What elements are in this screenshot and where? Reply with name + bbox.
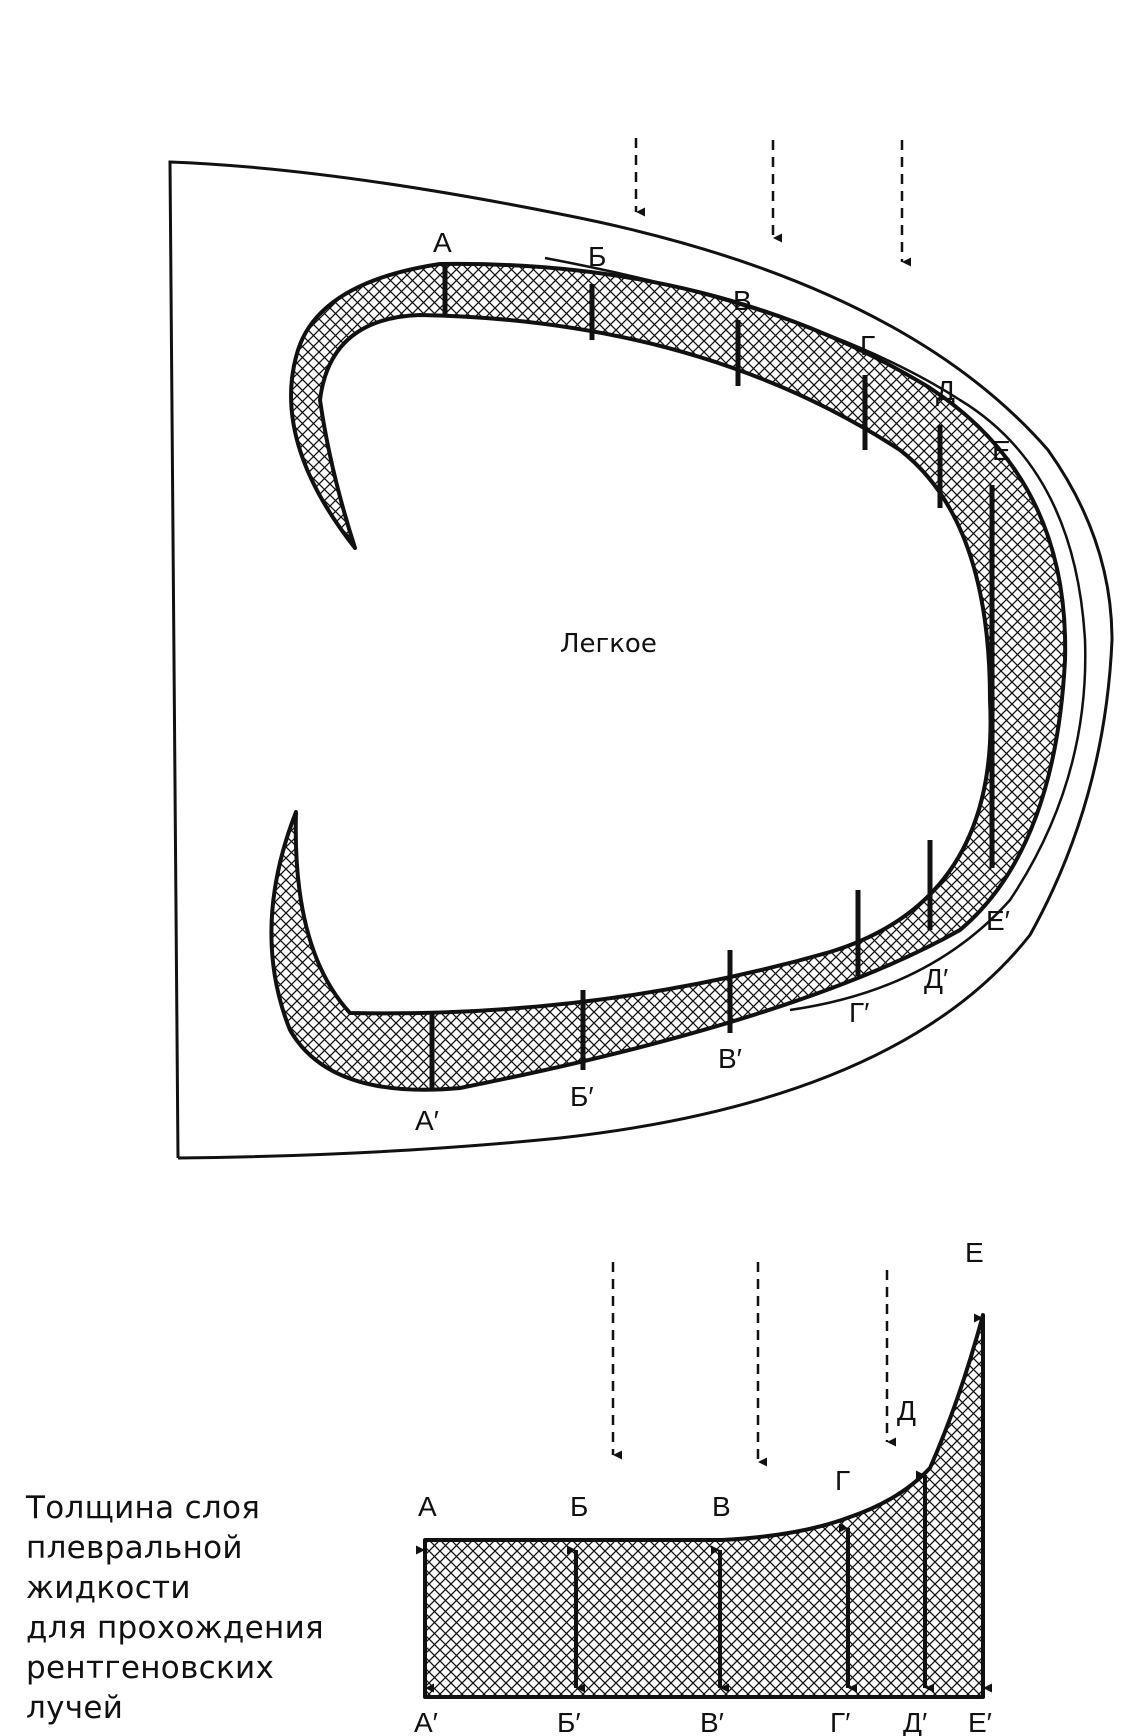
bottom-label-e: Е: [965, 1237, 984, 1268]
top-label-v-prime: В′: [718, 1043, 742, 1074]
fluid-thickness-profile: [423, 1313, 985, 1699]
bottom-label-g-prime: Г′: [830, 1707, 850, 1736]
top-label-b-prime: Б′: [570, 1081, 594, 1112]
bottom-label-a-prime: А′: [414, 1707, 438, 1736]
top-label-a: А: [433, 227, 452, 258]
bottom-label-b-prime: Б′: [557, 1707, 581, 1736]
bottom-label-v-prime: В′: [700, 1707, 724, 1736]
top-label-d-prime: Д′: [924, 963, 948, 994]
top-label-d: Д: [936, 375, 955, 406]
top-label-g-prime: Г′: [849, 997, 869, 1028]
bottom-label-g: Г: [835, 1465, 850, 1496]
layer-thickness-markers: [429, 266, 995, 1088]
bottom-label-v: В: [712, 1491, 731, 1522]
thickness-arrows: [416, 1313, 992, 1693]
top-label-g: Г: [860, 330, 875, 361]
bottom-label-d-prime: Д′: [903, 1707, 927, 1736]
lung-label: Легкое: [560, 629, 657, 659]
bottom-label-a: А: [418, 1491, 437, 1522]
caption-text: Толщина слоя плевральной жидкости для пр…: [26, 1490, 324, 1726]
bottom-label-d: Д: [897, 1395, 916, 1426]
parietal-pleura-line: [544, 256, 1087, 1012]
xray-arrows-bottom: [611, 1262, 896, 1467]
xray-arrows-top: [634, 138, 911, 267]
top-label-e-prime: Е′: [986, 905, 1010, 936]
bottom-label-b: Б: [570, 1491, 588, 1522]
bottom-label-e-prime: Е′: [968, 1707, 992, 1736]
chest-wall-outline: [168, 160, 1114, 1160]
top-label-v: В: [733, 285, 752, 316]
top-label-e: Е: [992, 435, 1011, 466]
top-label-b: Б: [588, 241, 606, 272]
top-label-a-prime: А′: [415, 1105, 439, 1136]
